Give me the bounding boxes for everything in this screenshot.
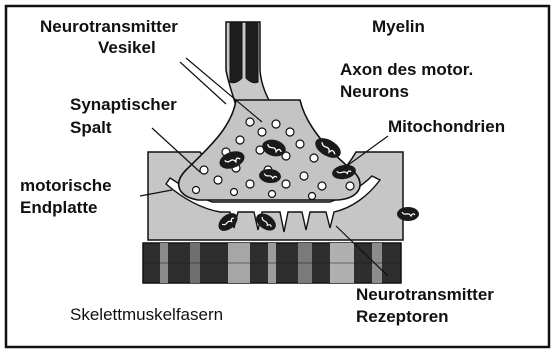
vesicle bbox=[309, 193, 316, 200]
label-skelettmuskelfasern: Skelettmuskelfasern bbox=[70, 305, 223, 324]
skeletal-muscle-fibers bbox=[143, 243, 401, 283]
vesicle bbox=[258, 128, 266, 136]
label-axon-line1: Axon des motor. bbox=[340, 60, 473, 79]
label-myelin: Myelin bbox=[372, 17, 425, 36]
label-endplatte-line2: Endplatte bbox=[20, 198, 97, 217]
vesicle bbox=[282, 180, 290, 188]
label-vesikel: Vesikel bbox=[98, 38, 156, 57]
label-rezeptoren-line2: Rezeptoren bbox=[356, 307, 449, 326]
label-synaptischer-line2: Spalt bbox=[70, 118, 112, 137]
vesicle bbox=[296, 140, 304, 148]
vesicle bbox=[246, 180, 254, 188]
label-neurotransmitter: Neurotransmitter bbox=[40, 17, 178, 36]
vesicle bbox=[236, 136, 244, 144]
myelin-sheath-right bbox=[246, 22, 258, 83]
vesicle bbox=[272, 120, 280, 128]
vesicle bbox=[286, 128, 294, 136]
label-endplatte-line1: motorische bbox=[20, 176, 112, 195]
vesicle bbox=[269, 191, 276, 198]
vesicle bbox=[300, 172, 308, 180]
vesicle bbox=[200, 166, 208, 174]
vesicle bbox=[346, 182, 354, 190]
label-synaptischer-line1: Synaptischer bbox=[70, 95, 177, 114]
vesicle bbox=[193, 187, 200, 194]
vesicle bbox=[318, 182, 326, 190]
vesicle bbox=[231, 189, 238, 196]
label-axon-line2: Neurons bbox=[340, 82, 409, 101]
vesicle bbox=[246, 118, 254, 126]
mitochondrion bbox=[397, 207, 419, 221]
vesicle bbox=[310, 154, 318, 162]
vesicle bbox=[214, 176, 222, 184]
label-rezeptoren-line1: Neurotransmitter bbox=[356, 285, 494, 304]
myelin-sheath-left bbox=[230, 22, 242, 83]
label-mitochondrien: Mitochondrien bbox=[388, 117, 505, 136]
